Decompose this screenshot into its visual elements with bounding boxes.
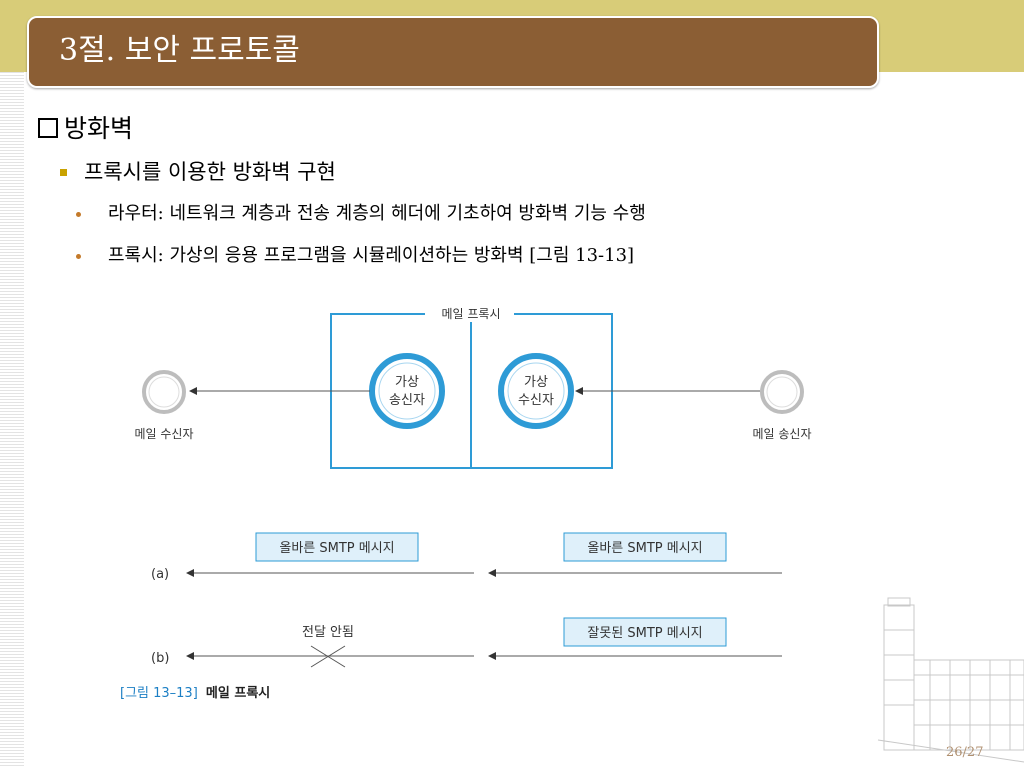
left-stripe-decoration bbox=[0, 72, 24, 768]
bullet-text: 라우터: 네트워크 계층과 전송 계층의 헤더에 기초하여 방화벽 기능 수행 bbox=[108, 203, 646, 224]
row-b: 전달 안됨 잘못된 SMTP 메시지 (b) bbox=[151, 617, 782, 668]
correct-msg-label-right: 올바른 SMTP 메시지 bbox=[587, 541, 702, 556]
wrong-msg-label: 잘못된 SMTP 메시지 bbox=[587, 626, 702, 641]
virtual-sender-line2: 송신자 bbox=[389, 393, 425, 408]
slide-title: 3절. 보안 프로토콜 bbox=[59, 33, 300, 68]
virtual-receiver-line1: 가상 bbox=[524, 375, 548, 390]
figure-caption: [그림 13–13] 메일 프록시 bbox=[120, 686, 270, 701]
not-delivered-label: 전달 안됨 bbox=[302, 625, 354, 640]
hollow-square-bullet-icon bbox=[38, 118, 58, 138]
square-bullet-icon bbox=[60, 169, 67, 176]
correct-msg-label-left: 올바른 SMTP 메시지 bbox=[279, 541, 394, 556]
row-a: 올바른 SMTP 메시지 올바른 SMTP 메시지 (a) bbox=[151, 532, 782, 582]
mail-sender-label: 메일 송신자 bbox=[752, 427, 811, 441]
dot-bullet-icon bbox=[76, 212, 81, 217]
mail-sender-node: 메일 송신자 bbox=[752, 370, 812, 441]
row-a-label: (a) bbox=[151, 567, 169, 582]
proxy-box: 메일 프록시 bbox=[330, 307, 613, 469]
row-b-label: (b) bbox=[151, 651, 169, 666]
blocked-cross-icon bbox=[310, 645, 346, 668]
subheading-text: 프록시를 이용한 방화벽 구현 bbox=[84, 160, 336, 184]
caption-text: 메일 프록시 bbox=[206, 686, 270, 701]
mail-receiver-label: 메일 수신자 bbox=[134, 427, 193, 441]
dot-bullet-icon bbox=[76, 254, 81, 259]
mail-receiver-node: 메일 수신자 bbox=[134, 370, 194, 441]
virtual-receiver-node: 가상 수신자 bbox=[498, 353, 574, 429]
virtual-receiver-line2: 수신자 bbox=[518, 393, 554, 408]
virtual-sender-line1: 가상 bbox=[395, 375, 419, 390]
caption-ref: [그림 13–13] bbox=[120, 686, 198, 701]
virtual-sender-node: 가상 송신자 bbox=[369, 353, 445, 429]
heading-firewall: 방화벽 bbox=[38, 114, 133, 144]
bullet-text: 프록시: 가상의 응용 프로그램을 시뮬레이션하는 방화벽 [그림 13-13] bbox=[108, 245, 635, 266]
heading-text: 방화벽 bbox=[64, 114, 134, 143]
proxy-label: 메일 프록시 bbox=[441, 307, 500, 321]
page-number: 26/27 bbox=[946, 745, 984, 760]
title-bar: 3절. 보안 프로토콜 bbox=[27, 16, 879, 88]
building-watermark-icon bbox=[877, 597, 1024, 763]
